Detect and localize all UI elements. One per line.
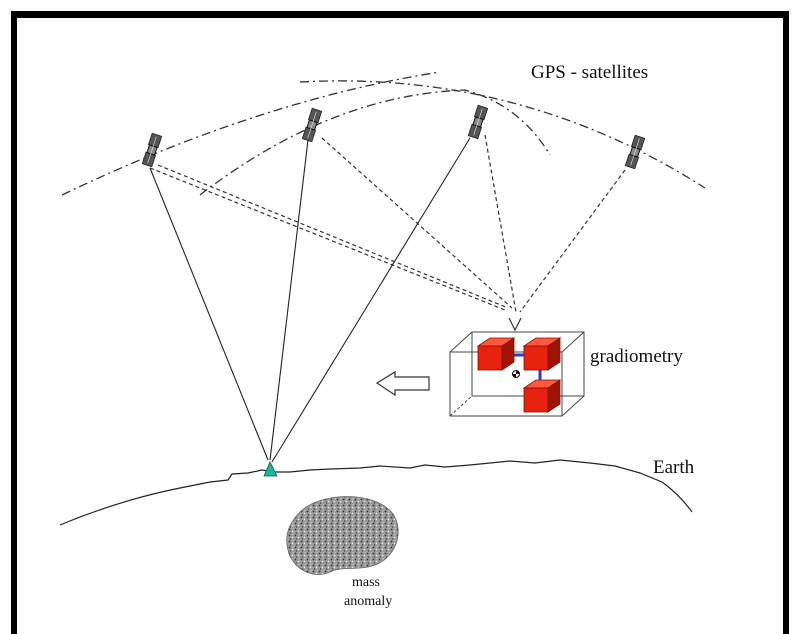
satellite-icon: [301, 107, 323, 143]
solid-signal-lines: [149, 137, 471, 463]
signal-sat1-to-grad: [157, 164, 509, 309]
ground-line-sat1: [149, 167, 269, 461]
ground-station-icon: [263, 461, 278, 477]
mass-anomaly-label-line1: mass: [352, 575, 380, 590]
gradiometer-cube: [522, 379, 562, 413]
gradiometry-label: gradiometry: [590, 346, 683, 367]
hollow-left-arrow-icon: [375, 370, 430, 397]
satellite-icon: [141, 132, 163, 168]
earth-surface: [59, 459, 693, 526]
signal-arrowhead: [508, 317, 522, 332]
frame-right-border: [783, 11, 789, 634]
orbit-arc-1: [61, 71, 441, 196]
center-of-mass-icon: [512, 370, 520, 378]
dashed-signal-lines: [149, 134, 626, 313]
orbit-arcs: [61, 71, 706, 196]
earth-label: Earth: [653, 457, 695, 478]
gradiometer-cube: [476, 337, 516, 371]
orbit-arc-3: [299, 80, 706, 189]
orbit-arc-2: [199, 89, 551, 196]
satellite-icon: [467, 104, 489, 140]
frame-top-border: [11, 11, 789, 18]
signal-sat3-to-grad: [484, 134, 517, 313]
ground-line-sat3: [271, 137, 471, 463]
gps-satellites-label: GPS - satellites: [531, 62, 649, 83]
gradiometer-cube: [522, 337, 562, 371]
mass-anomaly-label-line2: anomaly: [344, 594, 393, 609]
signal-sat2-to-grad: [321, 137, 513, 309]
mass-anomaly-shape: [286, 496, 399, 575]
satellite-icon: [624, 134, 646, 170]
signal-sat4-to-grad: [519, 169, 626, 313]
frame-left-border: [11, 11, 17, 634]
ground-line-sat2: [269, 139, 309, 461]
signal-sat1-to-grad-b: [149, 167, 506, 311]
